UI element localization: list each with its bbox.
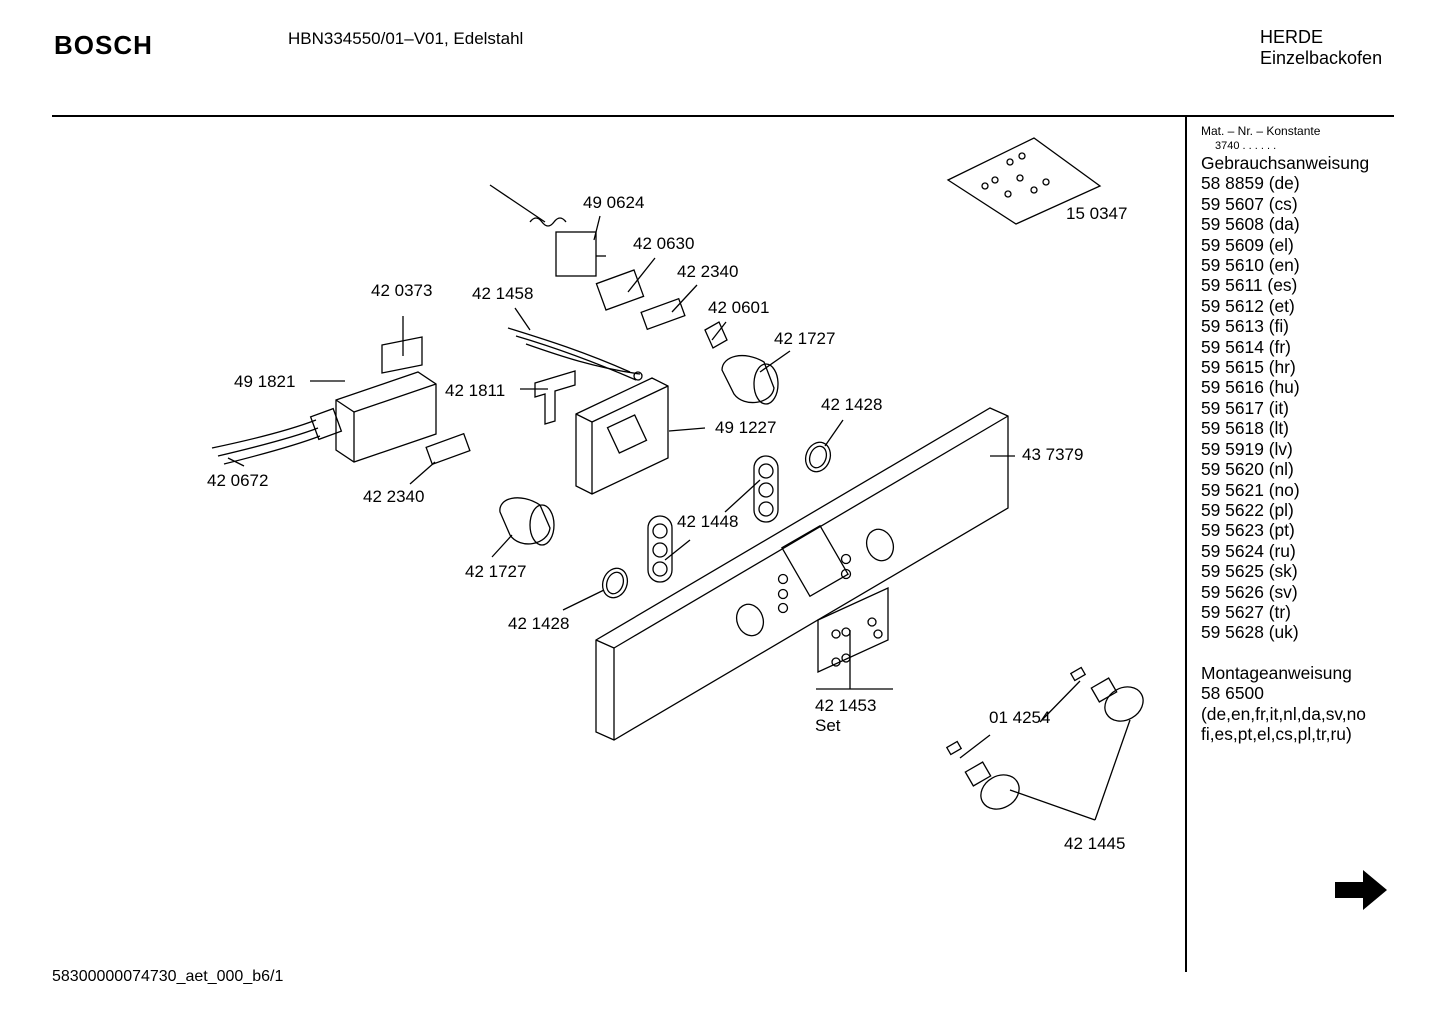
temperature-switch-part [489, 184, 606, 277]
part-label[interactable]: 49 0624 [583, 193, 645, 212]
part-label[interactable]: 42 1428 [821, 395, 883, 414]
button-rocker-part [647, 455, 779, 583]
knob-housing-part [499, 354, 779, 546]
category-block: HERDE Einzelbackofen [1260, 27, 1382, 69]
bracket-parts [381, 269, 728, 466]
part-label[interactable]: 42 1727 [774, 329, 836, 348]
category-line-1: HERDE [1260, 27, 1324, 47]
brand-logo: BOSCH [54, 30, 153, 60]
manual-list: 58 8859 (de) 59 5607 (cs) 59 5608 (da) 5… [1201, 173, 1369, 642]
manual-item[interactable]: 59 5628 (uk) [1201, 622, 1299, 643]
manual-item[interactable]: 59 5618 (lt) [1201, 418, 1289, 439]
manual-item[interactable]: 59 5616 (hu) [1201, 377, 1300, 398]
part-label[interactable]: 42 2340 [677, 262, 739, 281]
part-label[interactable]: 42 1448 [677, 512, 739, 531]
manual-item[interactable]: 59 5610 (en) [1201, 255, 1300, 276]
mount-languages-2: fi,es,pt,el,cs,pl,tr,ru) [1201, 723, 1352, 744]
model-title: HBN334550/01–V01, Edelstahl [288, 29, 524, 48]
category-line-2: Einzelbackofen [1260, 48, 1383, 68]
document-id: 58300000074730_aet_000_b6/1 [52, 968, 284, 985]
manual-item[interactable]: 59 5613 (fi) [1201, 316, 1289, 337]
part-label[interactable]: 42 1445 [1064, 834, 1126, 853]
knob-part [945, 666, 1144, 810]
part-label[interactable]: 49 1821 [234, 372, 296, 391]
manual-item[interactable]: 59 5621 (no) [1201, 479, 1300, 500]
manual-item[interactable]: 59 5615 (hr) [1201, 357, 1296, 378]
part-label[interactable]: 42 1811 [445, 381, 506, 400]
part-label[interactable]: 42 0373 [371, 281, 433, 300]
control-panel-part [595, 407, 1009, 741]
part-label[interactable]: 42 1458 [472, 284, 534, 303]
part-label[interactable]: 01 4254 [989, 708, 1051, 727]
spacer [1201, 643, 1369, 663]
header-divider [52, 115, 1394, 117]
sidebar-divider [1185, 117, 1187, 972]
mount-title: Montageanweisung [1201, 662, 1352, 683]
manual-item[interactable]: 59 5611 (es) [1201, 275, 1298, 296]
part-label-suffix: Set [815, 716, 841, 735]
manual-item[interactable]: 59 5620 (nl) [1201, 459, 1294, 480]
cable-plug-part [211, 407, 343, 465]
mat-label: Mat. – Nr. – Konstante [1201, 124, 1321, 138]
manual-item[interactable]: 58 8859 (de) [1201, 173, 1300, 194]
screw-set-part [817, 586, 889, 674]
part-label[interactable]: 42 0672 [207, 471, 269, 490]
manual-item[interactable]: 59 5614 (fr) [1201, 336, 1291, 357]
screw-bag-part [946, 137, 1102, 225]
part-label[interactable]: 42 2340 [363, 487, 425, 506]
manual-item[interactable]: 59 5617 (it) [1201, 397, 1289, 418]
part-label[interactable]: 42 0601 [708, 298, 770, 317]
manual-title: Gebrauchsanweisung [1201, 153, 1370, 173]
part-label[interactable]: 49 1227 [715, 418, 777, 437]
electronic-module-part [575, 377, 669, 495]
part-label[interactable]: 42 1453 [815, 696, 877, 715]
part-label[interactable]: 42 1428 [508, 614, 570, 633]
manual-item[interactable]: 59 5919 (lv) [1201, 438, 1293, 459]
part-label[interactable]: 42 1727 [465, 562, 527, 581]
ring-part [601, 441, 832, 599]
arrow-right-icon[interactable] [1333, 868, 1389, 912]
mat-value: 3740 . . . . . . [1215, 140, 1277, 152]
manual-item[interactable]: 59 5623 (pt) [1201, 520, 1295, 541]
manual-item[interactable]: 59 5612 (et) [1201, 295, 1295, 316]
manual-item[interactable]: 59 5627 (tr) [1201, 601, 1291, 622]
wire-harness-part [507, 327, 643, 381]
part-label[interactable]: 15 0347 [1066, 204, 1128, 223]
manual-item[interactable]: 59 5624 (ru) [1201, 540, 1296, 561]
mount-languages-1: (de,en,fr,it,nl,da,sv,no [1201, 703, 1366, 724]
manual-item[interactable]: 59 5609 (el) [1201, 234, 1294, 255]
manual-item[interactable]: 59 5625 (sk) [1201, 561, 1298, 582]
manual-item[interactable]: 59 5622 (pl) [1201, 499, 1294, 520]
exploded-parts-diagram [211, 137, 1144, 821]
relay-board-part [335, 371, 437, 463]
mount-number[interactable]: 58 6500 [1201, 683, 1264, 704]
part-label[interactable]: 42 0630 [633, 234, 695, 253]
manual-item[interactable]: 59 5608 (da) [1201, 214, 1300, 235]
part-label[interactable]: 43 7379 [1022, 445, 1084, 464]
manual-item[interactable]: 59 5607 (cs) [1201, 193, 1298, 214]
sidebar: Mat. – Nr. – Konstante 3740 . . . . . . … [1201, 124, 1369, 744]
manual-item[interactable]: 59 5626 (sv) [1201, 581, 1298, 602]
